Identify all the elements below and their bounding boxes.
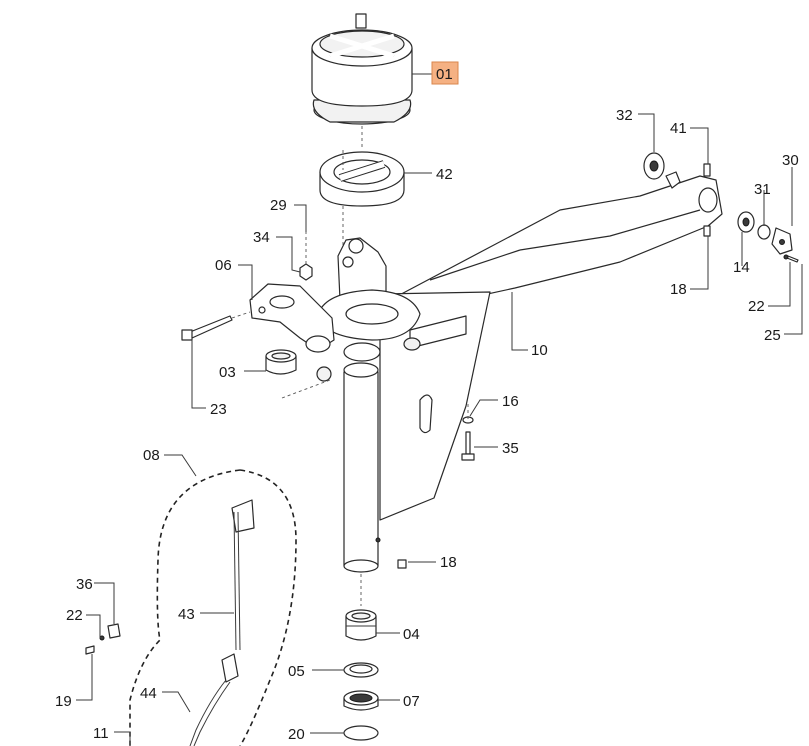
part-pivot-housing: [319, 237, 421, 362]
callout-03: 03: [219, 364, 236, 381]
part-43-hose: [221, 499, 255, 683]
part-vertical-post: [343, 362, 381, 573]
callout-31: 31: [754, 181, 771, 198]
callout-43: 43: [178, 606, 195, 623]
callout-labels: 01 42 29 34 06 03 23 32 41 30 31 14 18 2…: [55, 61, 799, 743]
part-10-arm: [389, 175, 723, 301]
part-25-screw: [783, 254, 799, 263]
part-18-pin: [397, 225, 711, 569]
callout-35: 35: [502, 440, 519, 457]
part-08-hose-outline: [129, 469, 297, 746]
leader-lines: [76, 73, 803, 746]
part-03-bushing: [265, 349, 331, 399]
callout-41: 41: [670, 120, 687, 137]
part-30-cap: [771, 227, 793, 255]
part-32-washer: [643, 152, 681, 189]
callout-29: 29: [270, 197, 287, 214]
callout-05: 05: [288, 663, 305, 680]
callout-18-top: 18: [670, 281, 687, 298]
part-23-bolt: [181, 311, 251, 341]
callout-30: 30: [782, 152, 799, 169]
part-04-bushing: [345, 609, 377, 641]
part-07-bearing: [343, 690, 379, 711]
callout-22-top: 22: [748, 298, 765, 315]
part-34-nut: [299, 232, 313, 281]
callout-07: 07: [403, 693, 420, 710]
callout-32: 32: [616, 107, 633, 124]
callout-01: 01: [436, 66, 453, 83]
part-20-ring: [343, 725, 379, 741]
callout-11: 11: [93, 725, 109, 742]
part-36-clip: [85, 623, 121, 655]
callout-04: 04: [403, 626, 420, 643]
part-42-spacer-ring: [319, 150, 405, 300]
callout-06: 06: [215, 257, 232, 274]
part-14-bushing: [737, 211, 771, 240]
part-35-bolt: [461, 404, 475, 461]
part-41-pin: [703, 163, 711, 177]
part-44-hose: [189, 679, 231, 746]
part-06-bracket: [249, 283, 335, 382]
callout-14: 14: [733, 259, 750, 276]
callout-01-highlight: [431, 61, 459, 85]
callout-10: 10: [531, 342, 548, 359]
callout-20: 20: [288, 726, 305, 743]
part-05-washer: [343, 662, 379, 678]
callout-36: 36: [76, 576, 93, 593]
callout-34: 34: [253, 229, 270, 246]
callout-16: 16: [502, 393, 519, 410]
callout-25: 25: [764, 327, 781, 344]
callout-23: 23: [210, 401, 227, 418]
part-01-air-spring: [311, 13, 413, 150]
callout-22-bottom: 22: [66, 607, 83, 624]
callout-44: 44: [140, 685, 157, 702]
callout-08: 08: [143, 447, 160, 464]
callout-18-bottom: 18: [440, 554, 457, 571]
callout-19: 19: [55, 693, 72, 710]
callout-42: 42: [436, 166, 453, 183]
